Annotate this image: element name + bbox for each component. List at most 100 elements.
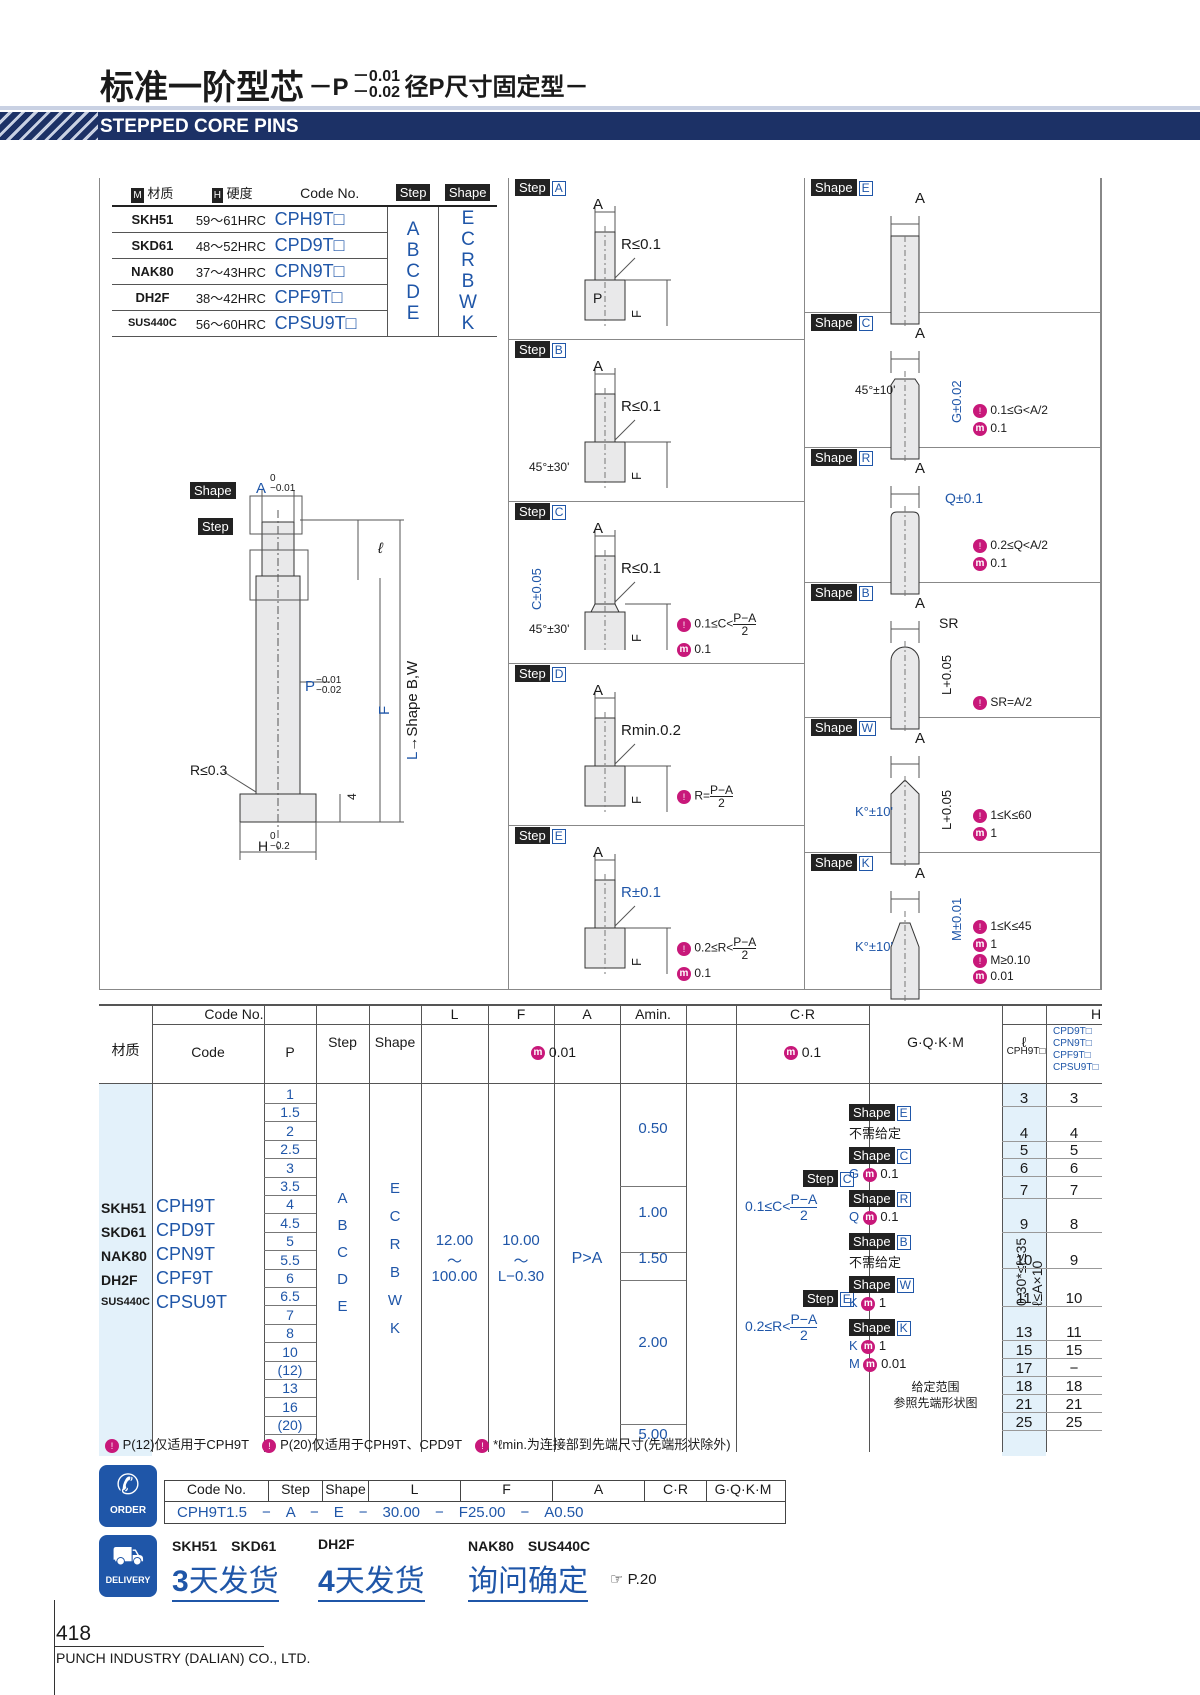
dim-label: 45°±30'	[529, 622, 570, 636]
gqkm-letter: W	[896, 1278, 914, 1293]
grid-line	[264, 1195, 316, 1196]
grid-line	[264, 1287, 316, 1288]
col-h-ell: ℓ	[1021, 1034, 1027, 1050]
dim-A: A	[256, 480, 267, 497]
code-cell: CPH9T□	[271, 206, 388, 233]
row-H2: 10	[1065, 1290, 1083, 1307]
hard-cell: 38～42HRC	[192, 284, 272, 311]
shape-note-2: m 1	[973, 937, 997, 952]
gqkm-label: Shape	[849, 1233, 895, 1250]
dim-label-vertical: M±0.01	[949, 897, 964, 941]
footnote-3: *ℓmin.为连接部到先端尺寸(先端形状除外)	[493, 1437, 731, 1452]
col-h-h2: CPN9T□	[1053, 1038, 1092, 1049]
step-letter: B	[406, 239, 420, 261]
delivery-text: 天发货	[188, 1565, 279, 1598]
step-letter: D	[551, 667, 567, 682]
tol-text: 0.01	[548, 1044, 577, 1060]
row-p: 13	[282, 1380, 298, 1397]
shape-label: Shape	[811, 719, 857, 736]
shape-sketch	[890, 891, 920, 1001]
cr-rule-text: 0.2≤R<	[745, 1318, 791, 1335]
dim-label-vertical: G±0.02	[949, 380, 964, 423]
grid-line	[1002, 1106, 1102, 1107]
footnote-2: P(20)仅适用于CPH9T、CPD9T	[280, 1437, 462, 1452]
grid-line	[264, 1250, 316, 1252]
step-letter: A	[406, 218, 420, 240]
shape-letter: E	[461, 208, 475, 230]
gqkm-text: K	[849, 1295, 858, 1310]
cr-rule-text: 0.1≤C<	[745, 1198, 791, 1215]
shape-letter: B	[858, 586, 873, 601]
dim-label: A	[593, 844, 604, 861]
gqkm-rule: G m 0.1	[849, 1166, 898, 1182]
shape-note-2: m 0.1	[973, 421, 1007, 436]
cr-label: Step	[803, 1290, 838, 1307]
step-label: Step	[515, 665, 550, 682]
grid-line	[264, 1213, 316, 1215]
shape-sketch	[890, 756, 920, 866]
row-p: 7	[286, 1306, 294, 1323]
mat-h-shape: Shape	[444, 184, 491, 201]
row-p: (20)	[277, 1417, 303, 1434]
row-p: 1.5	[280, 1104, 300, 1121]
row-amin: 1.00	[638, 1204, 668, 1221]
grid-line	[264, 1415, 316, 1417]
dim-label: A	[915, 325, 926, 342]
shape-letter: K	[461, 313, 475, 335]
grid-line	[736, 1004, 737, 1452]
grid-line	[1002, 1358, 1102, 1359]
gqkm-text: 不需给定	[849, 1126, 902, 1141]
mat-h-step: Step	[395, 184, 431, 201]
col-h-gqkm: G·Q·K·M	[907, 1034, 964, 1050]
main-pin-drawing	[223, 490, 404, 860]
shape-letter: W	[858, 721, 876, 736]
col-h-step: Step	[328, 1034, 357, 1050]
frac-den: 2	[799, 1327, 808, 1343]
dim-4: 4	[345, 793, 359, 800]
mat-cell: DH2F	[112, 284, 193, 311]
grid-line	[264, 1231, 316, 1233]
min-icon: m	[677, 966, 691, 981]
grid-line	[1002, 1412, 1102, 1413]
col-h-shape: Shape	[374, 1034, 416, 1050]
shape-note: ! SR=A/2	[973, 695, 1032, 710]
min-icon: m	[677, 642, 691, 657]
frac-num: P−A	[710, 783, 734, 797]
shape-note-text: 1≤K≤60	[987, 808, 1032, 822]
col-h-h2: CPF9T□	[1053, 1050, 1091, 1061]
min-icon: m	[862, 1167, 877, 1182]
frac-num: P−A	[790, 1191, 818, 1208]
dim-label: A	[593, 520, 604, 537]
step-note-val: 0.1	[691, 966, 712, 980]
dim-R: R≤0.3	[190, 762, 228, 778]
shape-letter: W	[458, 292, 477, 314]
step-letter: A	[551, 181, 566, 196]
dim-P-tol: −0.01 −0.02	[316, 675, 342, 696]
shape-letter: E	[858, 181, 873, 196]
dim-label-vertical: L+0.05	[939, 789, 954, 830]
dim-label-vertical: F	[629, 796, 644, 804]
info-icon: !	[973, 808, 987, 823]
row-p: 3.5	[280, 1178, 300, 1194]
row-shape: R	[389, 1236, 401, 1253]
gqkm-rule: K m 1	[849, 1295, 886, 1311]
row-H2: 21	[1065, 1396, 1083, 1413]
dim-label: A	[593, 358, 604, 375]
grid-line	[1002, 1024, 1102, 1025]
grid-line	[1002, 1340, 1102, 1341]
step-sketch	[584, 530, 671, 650]
col-h-h2: CPSU9T□	[1053, 1062, 1099, 1073]
shape-note-text: SR=A/2	[987, 695, 1033, 709]
dim-4-val: 4	[345, 793, 359, 800]
grid-line	[264, 1305, 316, 1307]
delivery-day-count: 4	[318, 1565, 335, 1598]
grid-line	[620, 1280, 686, 1281]
shape-letter: R	[858, 451, 874, 466]
order-col-header: Code No.	[165, 1481, 269, 1501]
